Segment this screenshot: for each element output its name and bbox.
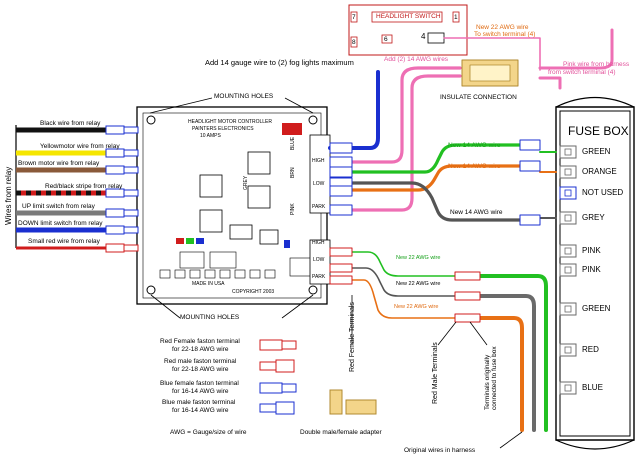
fuse-slot-9 (559, 381, 577, 395)
board-line-4: MADE IN USA (192, 281, 225, 287)
fuse-box-title: FUSE BOX (568, 124, 629, 138)
relay-wire-down-limit: DOWN limit switch from relay (18, 220, 103, 227)
annotation-new14-green: New 14 AWG wire (448, 142, 501, 149)
fuse-slot-label: RED (582, 345, 599, 354)
annotation-new14-orange: New 14 AWG wire (448, 163, 501, 170)
fuse-slot-3 (559, 186, 577, 200)
annotation-new22-green: New 22 AWG wire (396, 255, 441, 261)
fuse-slot-terminal (564, 266, 572, 274)
annotation-pink-b: from switch terminal (4) (548, 69, 616, 76)
board-label-high-2: HIGH (312, 240, 325, 246)
annotation-new22-b: To switch terminal (4) (474, 31, 536, 38)
fuse-box (555, 96, 635, 450)
board-label-low-1: LOW (313, 181, 325, 187)
annotation-new22-a: New 22 AWG wire (476, 24, 529, 31)
relay-wire-black: Black wire from relay (40, 120, 101, 127)
fuse-slot-terminal (564, 214, 572, 222)
board-label-pink: PINK (290, 203, 296, 215)
board-label-grey: GREY (243, 175, 249, 190)
board-label-high-1: HIGH (312, 158, 325, 164)
switch-pin-8: 8 (352, 39, 356, 46)
board-label-park-2: PARK (312, 274, 326, 280)
annotation-new22-grey: New 22 AWG wire (396, 281, 441, 287)
fuse-slot-label: GREEN (582, 147, 611, 156)
legend (259, 295, 523, 449)
fuse-slot-label: GREEN (582, 304, 611, 313)
board-line-5: COPYRIGHT 2003 (232, 289, 275, 295)
fuse-slot-label: BLUE (582, 383, 603, 392)
board-label-brn: BRN (290, 167, 296, 178)
legend-blue-female-1: Blue female faston terminal (160, 380, 239, 387)
fuse-slot-label: PINK (582, 265, 601, 274)
annotation-new22-orange: New 22 AWG wire (394, 304, 439, 310)
relay-wire-brown: Brown motor wire from relay (18, 160, 100, 167)
board-label-blue: BLUE (290, 136, 296, 150)
legend-blue-male-2: for 16-14 AWG wire (172, 407, 229, 414)
board-line-1: HEADLIGHT MOTOR CONTROLLER (188, 119, 272, 125)
fuse-slot-2 (559, 165, 577, 179)
switch-pin-4: 4 (421, 32, 426, 41)
board-line-2: PAINTERS ELECTRONICS (192, 126, 254, 132)
fuse-slot-5 (559, 244, 577, 258)
mounting-holes-top: MOUNTING HOLES (214, 93, 274, 100)
fuse-slot-terminal (564, 168, 572, 176)
annotation-adapter: Double male/female adapter (300, 429, 382, 436)
annotation-red-female-terminals: Red Female Terminals (349, 302, 356, 372)
legend-red-male-1: Red male faston terminal (164, 358, 237, 365)
relay-wire-redblack: Red/black stripe from relay (45, 183, 123, 190)
annotation-red-male-terminals: Red Male Terminals (432, 342, 439, 404)
fuse-slot-terminal (564, 189, 572, 197)
annotation-new14-grey: New 14 AWG wire (450, 209, 503, 216)
annotation-add2: Add (2) 14 AWG wires (384, 56, 449, 63)
board-label-low-2: LOW (313, 257, 325, 263)
fuse-slot-8 (559, 343, 577, 357)
fuse-slot-1 (559, 145, 577, 159)
annotation-pink-a: Pink wire from harness (563, 61, 630, 68)
mounting-holes-bottom: MOUNTING HOLES (180, 314, 240, 321)
fuse-slot-7 (559, 302, 577, 316)
output-wires (328, 28, 614, 432)
fuse-slot-label: GREY (582, 213, 605, 222)
fuse-slot-label: PINK (582, 246, 601, 255)
fuse-slot-label: ORANGE (582, 167, 617, 176)
wires-from-relay-label: Wires from relay (4, 166, 13, 225)
legend-awg-note: AWG = Gauge/size of wire (170, 429, 247, 436)
legend-red-female-2: for 22-18 AWG wire (172, 346, 229, 353)
headlight-switch (348, 4, 468, 56)
fuse-slot-6 (559, 263, 577, 277)
fuse-slot-terminal (564, 305, 572, 313)
annotation-original-wires: Original wires in harness (404, 447, 476, 454)
legend-blue-female-2: for 16-14 AWG wire (172, 388, 229, 395)
relay-wire-up-limit: UP limit switch from relay (22, 203, 95, 210)
fuse-slot-terminal (564, 346, 572, 354)
relay-wire-yellow: Yellowmotor wire from relay (40, 143, 120, 150)
headlight-switch-title: HEADLIGHT SWITCH (376, 13, 441, 20)
fuse-slot-label: NOT USED (582, 188, 624, 197)
fuse-slot-4 (559, 211, 577, 225)
relay-wire-small-red: Small red wire from relay (28, 238, 100, 245)
legend-blue-male-1: Blue male faston terminal (162, 399, 236, 406)
controller-board (136, 97, 331, 319)
fuse-slot-terminal (564, 148, 572, 156)
switch-pin-6: 6 (384, 36, 388, 43)
annotation-insulate: INSULATE CONNECTION (440, 94, 517, 101)
fuse-slot-terminal (564, 384, 572, 392)
switch-pin-7: 7 (352, 14, 356, 21)
fuse-slot-terminal (564, 247, 572, 255)
relay-wires (15, 125, 139, 253)
annotation-fog: Add 14 gauge wire to (2) fog lights maxi… (205, 58, 354, 67)
legend-red-male-2: for 22-18 AWG wire (172, 366, 229, 373)
board-line-3: 10 AMPS (200, 133, 221, 139)
switch-pin-1: 1 (454, 14, 458, 21)
annotation-original-terminals: Terminals originally connected to fuse b… (484, 346, 498, 410)
board-label-park-1: PARK (312, 204, 326, 210)
legend-red-female-1: Red Female faston terminal (160, 338, 240, 345)
